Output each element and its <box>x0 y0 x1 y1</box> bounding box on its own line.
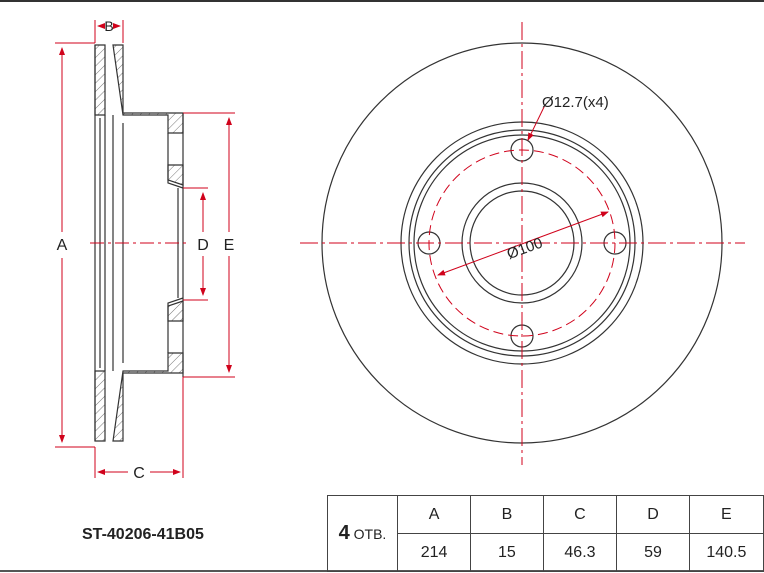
label-a: A <box>57 237 68 254</box>
label-c: C <box>133 465 145 482</box>
value-a: 214 <box>396 533 472 572</box>
header-b: B <box>470 495 544 534</box>
header-d: D <box>616 495 690 534</box>
value-e: 140.5 <box>688 533 764 572</box>
pcd-label: Ø100 <box>505 235 545 264</box>
side-section-view <box>94 44 184 442</box>
header-a: A <box>396 495 472 534</box>
holes-label: ОТВ. <box>353 526 387 542</box>
header-c: C <box>542 495 618 534</box>
side-dimensions <box>55 20 235 478</box>
value-b: 15 <box>470 533 544 572</box>
holes-cell: 4 ОТВ. <box>327 495 398 572</box>
value-d: 59 <box>616 533 690 572</box>
label-e: E <box>224 237 235 254</box>
bolt-hole-label: Ø12.7(x4) <box>542 94 609 111</box>
dimensions-table: 4 ОТВ. A B C D E 214 15 46.3 59 140.5 <box>327 495 764 572</box>
label-b: B <box>104 18 113 34</box>
holes-count: 4 <box>338 522 350 544</box>
label-d: D <box>197 237 209 254</box>
part-number: ST-40206-41B05 <box>82 526 204 543</box>
header-e: E <box>688 495 764 534</box>
front-dimensions <box>300 22 745 465</box>
value-c: 46.3 <box>542 533 618 572</box>
